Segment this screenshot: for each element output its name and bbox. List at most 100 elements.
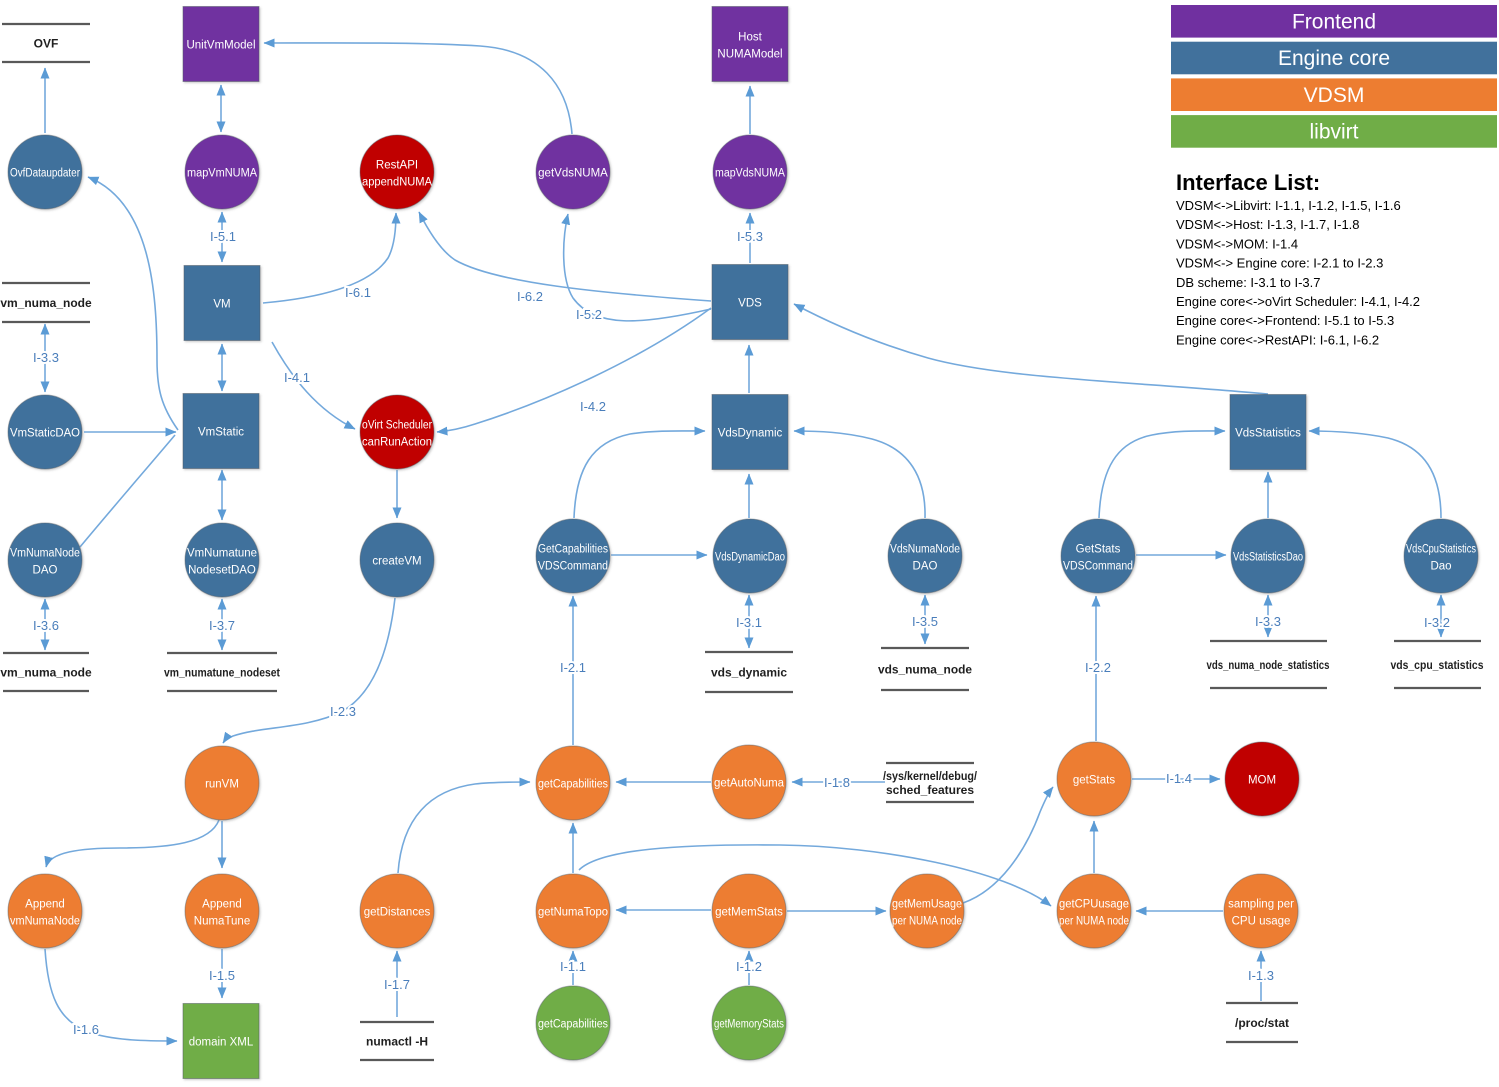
edge-vdsnumanodedao-vdsdynamic: [793, 426, 926, 519]
node-vm: VM: [183, 265, 261, 341]
node-mapvdsnuma: mapVdsNUMA: [712, 134, 788, 210]
edge-label-mapvmnuma-vm: I-5.1: [210, 229, 236, 244]
node-getmemstats: getMemStats: [711, 873, 787, 949]
legend-item-libvirt: libvirt: [1171, 115, 1497, 148]
edge-appendvmnumanode-domainxml: [44, 948, 178, 1046]
interface-list-item: DB scheme: I-3.1 to I-3.7: [1176, 275, 1321, 290]
edge-label-vm-ovirt: I-4.1: [284, 370, 310, 385]
table-label: numactl -H: [366, 1035, 428, 1049]
legend-item-VDSM: VDSM: [1171, 78, 1497, 111]
edge-label-procstat-sampling: I-1.3: [1248, 968, 1274, 983]
edge-vm-ovirt: [271, 341, 356, 430]
node-vds: VDS: [711, 264, 789, 340]
edge-getdistances-getcapabilities: [397, 777, 531, 874]
table-vds-numa-node-statistics: vds_numa_node_statistics: [1207, 639, 1330, 690]
node-getautonuma: getAutoNuma: [711, 744, 787, 820]
legend-item-Frontend: Frontend: [1171, 5, 1497, 38]
interface-list-item: Engine core<->Frontend: I-5.1 to I-5.3: [1176, 313, 1394, 328]
node-label: runVM: [205, 779, 239, 791]
table-label: /proc/stat: [1235, 1016, 1289, 1030]
edge-vdsstatistics-vds: [793, 303, 1269, 395]
table-vm-numa-node-bottom: vm_numa_node: [0, 651, 92, 693]
node-label: mapVmNUMA: [187, 168, 257, 180]
edge-label-createvm-runvm: I-2.3: [330, 704, 356, 719]
interface-list-item: VDSM<->MOM: I-1.4: [1176, 236, 1298, 251]
table-ovf: OVF: [2, 22, 90, 64]
edge-label-vdsnumanodedao-table: I-3.5: [912, 614, 938, 629]
node-label: VdsStatistics: [1235, 428, 1301, 440]
node-label: mapVdsNUMA: [715, 168, 785, 180]
table-numactl: numactl -H: [360, 1020, 434, 1062]
node-getnumatopo: getNumaTopo: [535, 873, 611, 949]
node-getstats-vdsm: getStats: [1056, 741, 1132, 817]
node-label: getCapabilities: [538, 779, 608, 791]
edge-getcapvdscommand-vdsdynamic: [573, 426, 706, 519]
node-label: VdsDynamicDao: [715, 552, 785, 564]
node-label: OvfDataupdater: [10, 168, 80, 180]
edge-label-getmemorystats-getmemstats: I-1.2: [736, 959, 762, 974]
interface-list-item: VDSM<-> Engine core: I-2.1 to I-2.3: [1176, 256, 1383, 271]
node-label: VdsStatisticsDao: [1233, 552, 1303, 564]
node-getdistances: getDistances: [359, 873, 435, 949]
node-label: getMemoryStats: [714, 1019, 784, 1031]
table-label: vds_numa_node_statistics: [1207, 658, 1330, 672]
node-mom: MOM: [1224, 741, 1300, 817]
edge-vm-restapi: [262, 212, 401, 304]
table-label: OVF: [34, 37, 59, 51]
edge-label-vds-getvdsnuma: I-5.2: [576, 307, 602, 322]
edge-getstatsvdscommand-vdsstatistics: [1098, 426, 1226, 519]
table-label: vm_numa_node: [0, 296, 92, 310]
legend-label: libvirt: [1309, 121, 1358, 144]
table-label: vm_numa_node: [0, 666, 92, 680]
edge-vds-restapi: [418, 211, 712, 302]
node-vdsstatistics: VdsStatistics: [1229, 394, 1307, 470]
node-vmstatic: VmStatic: [182, 393, 260, 469]
edge-label-numactl-getdistances: I-1.7: [384, 977, 410, 992]
legend-label: Frontend: [1292, 11, 1376, 34]
table-label: vds_dynamic: [711, 666, 787, 680]
edge-runvm-appendvmnumanode: [44, 819, 220, 868]
edge-label-vmnumatunenodesetdao-table: I-3.7: [209, 618, 235, 633]
node-label: getAutoNuma: [714, 778, 785, 790]
node-getcapabilities-libvirt: getCapabilities: [535, 985, 611, 1061]
interface-list-title: Interface List:: [1176, 170, 1320, 195]
edge-getmemusage-getstats: [962, 786, 1054, 904]
node-label: getVdsNUMA: [538, 168, 608, 180]
edge-label-vm-restapi: I-6.1: [345, 285, 371, 300]
table-vds-cpu-statistics: vds_cpu_statistics: [1391, 639, 1484, 690]
interface-list: Interface List: VDSM<->Libvirt: I-1.1, I-…: [1176, 170, 1420, 347]
node-getmemorystats: getMemoryStats: [711, 985, 787, 1061]
edge-label-appendnumatune-domainxml: I-1.5: [209, 968, 235, 983]
edge-createvm-runvm: [222, 597, 396, 744]
node-createvm: createVM: [359, 522, 435, 598]
legend-label: Engine core: [1278, 47, 1390, 70]
legend-label: VDSM: [1304, 84, 1365, 107]
node-vdsdynamic: VdsDynamic: [711, 394, 789, 470]
edge-label-vdsstatisticsdao-table: I-3.3: [1255, 614, 1281, 629]
node-label: getNumaTopo: [538, 907, 608, 919]
table-label: vds_cpu_statistics: [1391, 658, 1484, 672]
interface-list-item: VDSM<->Libvirt: I-1.1, I-1.2, I-1.5, I-1…: [1176, 198, 1401, 213]
